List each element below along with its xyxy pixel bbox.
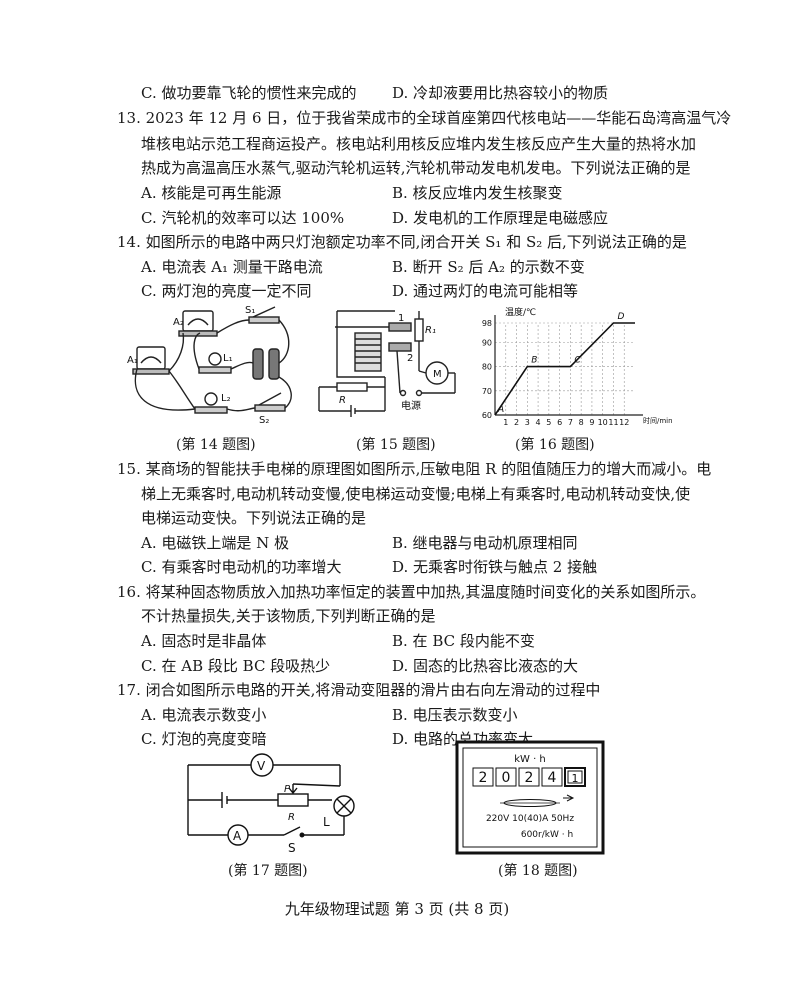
meter-digit-box	[472, 767, 494, 787]
chart-x-tick-label: 4	[536, 418, 541, 427]
meter-digit: 1	[572, 772, 579, 785]
chart-y-tick-label: 80	[482, 363, 492, 372]
label-lamp-l: L	[323, 815, 330, 829]
meter-digit: 0	[502, 770, 511, 786]
meter-digit-box	[541, 767, 563, 787]
label-slider-p: P	[284, 784, 291, 795]
q14-option-a: A. 电流表 A₁ 测量干路电流	[141, 258, 323, 276]
chart-series-line	[494, 322, 635, 416]
q16-option-a: A. 固态时是非晶体	[141, 632, 267, 650]
q13-option-a: A. 核能是可再生能源	[141, 184, 282, 202]
page-footer: 九年级物理试题 第 3 页 (共 8 页)	[284, 900, 510, 918]
chart-x-tick-label: 12	[619, 418, 629, 427]
meter-spec-line1: 220V 10(40)A 50Hz	[486, 814, 574, 824]
q13-stem-line3: 热成为高温高压水蒸气,驱动汽轮机运转,汽轮机带动发电机发电。下列说法正确的是	[141, 159, 691, 177]
q16-stem-line2: 不计热量损失,关于该物质,下列判断正确的是	[141, 607, 436, 625]
q15-stem-line1: 15. 某商场的智能扶手电梯的原理图如图所示,压敏电阻 R 的阻值随压力的增大而…	[117, 460, 712, 478]
label-contact-1: 1	[398, 313, 404, 324]
figure-14-caption: (第 14 题图)	[176, 437, 256, 453]
q17-option-c: C. 灯泡的亮度变暗	[141, 730, 267, 748]
label-l1: L₁	[223, 353, 233, 364]
q15-option-a: A. 电磁铁上端是 N 极	[141, 534, 290, 552]
q17-option-b: B. 电压表示数变小	[392, 706, 518, 724]
q13-option-b: B. 核反应堆内发生核聚变	[392, 184, 563, 202]
meter-digit-box	[518, 767, 540, 787]
figure-18-caption: (第 18 题图)	[498, 863, 578, 879]
q12-option-c: C. 做功要靠飞轮的惯性来完成的	[141, 84, 357, 102]
q13-stem-line1: 13. 2023 年 12 月 6 日，位于我省荣成市的全球首座第四代核电站——…	[117, 109, 732, 127]
q16-option-b: B. 在 BC 段内能不变	[392, 632, 535, 650]
meter-digit-box	[495, 767, 517, 787]
label-rheostat-r: R	[288, 812, 295, 823]
meter-digit-box	[564, 767, 586, 787]
q15-option-b: B. 继电器与电动机原理相同	[392, 534, 578, 552]
label-power-source: 电源	[401, 399, 421, 412]
q16-stem-line1: 16. 将某种固态物质放入加热功率恒定的装置中加热,其温度随时间变化的关系如图所…	[117, 583, 706, 601]
q16-option-c: C. 在 AB 段比 BC 段吸热少	[141, 657, 331, 675]
q15-stem-line3: 电梯运动变快。下列说法正确的是	[141, 509, 367, 527]
chart-x-axis-label: 时间/min	[643, 416, 673, 425]
q14-option-c: C. 两灯泡的亮度一定不同	[141, 282, 312, 300]
chart-x-tick-label: 9	[589, 418, 594, 427]
figure-17-caption: (第 17 题图)	[228, 863, 308, 879]
meter-digit: 2	[525, 770, 534, 786]
meter-digit: 2	[479, 770, 488, 786]
q13-stem-line2: 堆核电站示范工程商运投产。核电站利用核反应堆内发生核反应产生大量的热将水加	[141, 135, 697, 153]
label-s2: S₂	[259, 415, 269, 426]
chart-y-tick-label: 70	[482, 387, 492, 396]
q13-option-c: C. 汽轮机的效率可以达 100%	[141, 209, 345, 227]
label-l2: L₂	[221, 393, 231, 404]
q15-option-c: C. 有乘客时电动机的功率增大	[141, 558, 342, 576]
label-r1: R₁	[425, 325, 436, 336]
meter-digit: 4	[548, 770, 557, 786]
chart-x-tick-label: 8	[579, 418, 584, 427]
q12-option-d: D. 冷却液要用比热容较小的物质	[392, 84, 609, 102]
chart-y-tick-label: 60	[482, 411, 492, 420]
meter-unit: kW · h	[514, 754, 546, 765]
chart-x-tick-label: 11	[608, 418, 618, 427]
chart-x-tick-label: 7	[568, 418, 573, 427]
chart-x-tick-label: 1	[503, 418, 508, 427]
label-ammeter: A	[233, 829, 242, 843]
label-a2: A₂	[173, 317, 184, 328]
chart-y-axis-label: 温度/℃	[505, 306, 536, 318]
q15-stem-line2: 梯上无乘客时,电动机转动变慢,使电梯运动变慢;电梯上有乘客时,电动机转动变快,使	[141, 485, 691, 503]
q13-option-d: D. 发电机的工作原理是电磁感应	[392, 209, 609, 227]
chart-point-label: D	[617, 312, 624, 322]
label-a1: A₁	[127, 355, 138, 366]
figure-15-relay-circuit: R₁ 1 2 M R 电源	[318, 310, 456, 417]
figure-14-circuit: A₂ A₁ S₁ L₁ L₂ S₂	[127, 305, 292, 426]
label-voltmeter: V	[257, 759, 266, 773]
meter-decimal-inner-box	[567, 770, 583, 784]
chart-x-tick-label: 10	[598, 418, 608, 427]
q15-option-d: D. 无乘客时衔铁与触点 2 接触	[392, 558, 598, 576]
label-s1: S₁	[245, 305, 255, 316]
chart-point-label: A	[497, 405, 504, 415]
q17-option-a: A. 电流表示数变小	[141, 706, 267, 724]
q16-option-d: D. 固态的比热容比液态的大	[392, 657, 579, 675]
meter-spec-line2: 600r/kW · h	[521, 830, 573, 840]
label-switch-s: S	[288, 841, 296, 855]
q14-stem: 14. 如图所示的电路中两只灯泡额定功率不同,闭合开关 S₁ 和 S₂ 后,下列…	[117, 233, 687, 251]
q17-stem: 17. 闭合如图所示电路的开关,将滑动变阻器的滑片由右向左滑动的过程中	[117, 681, 601, 699]
chart-y-tick-label: 90	[482, 338, 492, 347]
label-motor: M	[433, 369, 442, 380]
figure-15-caption: (第 15 题图)	[356, 437, 436, 453]
q14-option-b: B. 断开 S₂ 后 A₂ 的示数不变	[392, 258, 585, 276]
q14-option-d: D. 通过两灯的电流可能相等	[392, 282, 579, 300]
label-contact-2: 2	[407, 353, 413, 364]
label-r: R	[339, 395, 346, 406]
chart-x-tick-label: 6	[557, 418, 562, 427]
chart-x-tick-label: 3	[525, 418, 530, 427]
chart-y-tick-label: 98	[482, 319, 492, 328]
chart-x-tick-label: 2	[514, 418, 519, 427]
chart-point-label: C	[574, 356, 581, 366]
figure-17-circuit: V A P R L S	[187, 753, 355, 855]
chart-x-tick-label: 5	[546, 418, 551, 427]
figure-16-caption: (第 16 题图)	[515, 437, 595, 453]
chart-point-label: B	[531, 356, 537, 366]
